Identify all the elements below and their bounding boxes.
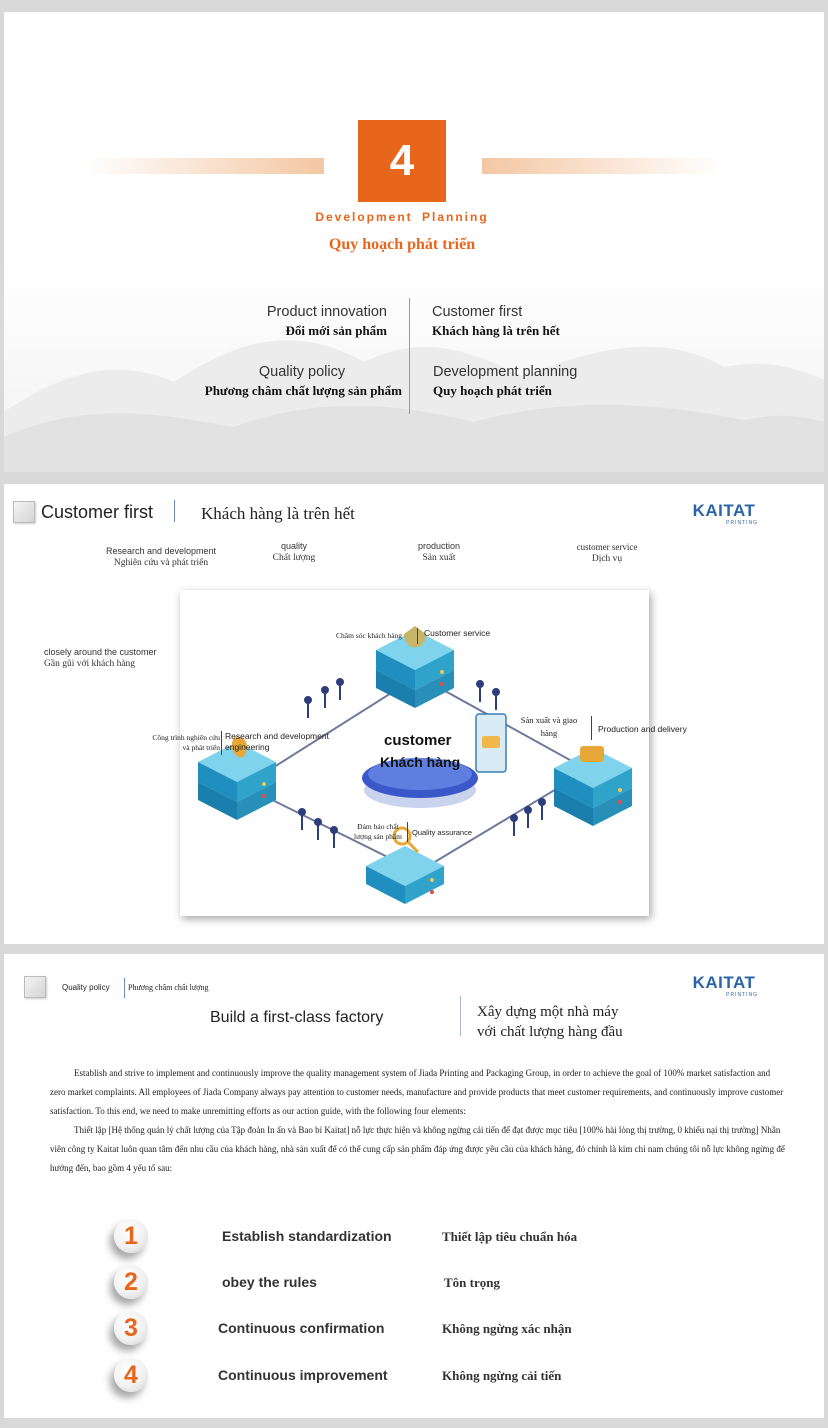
section-title-vi: Quy hoạch phát triển	[328, 236, 476, 253]
node-left-en: Research and development engineering	[225, 731, 355, 753]
column-label-en: Research and development	[105, 546, 217, 556]
logo-sub: PRINTING	[726, 992, 758, 998]
column-production: production Sản xuất	[369, 541, 509, 563]
section-label-divider	[124, 978, 125, 998]
kaitat-logo: KAITAT PRINTING	[684, 501, 764, 527]
diagram-graphic	[198, 626, 632, 904]
node-left-vi: Công trình nghiên cứu và phát triển	[136, 733, 220, 753]
slide-title-en: Customer first	[41, 502, 154, 522]
item-label-en: Product innovation	[266, 304, 387, 320]
node-left-en-line2: engineering	[225, 742, 270, 752]
column-quality: quality Chất lượng	[224, 541, 364, 563]
section-label-vi: Phương châm chất lượng	[128, 983, 209, 992]
element-number-badge: 1	[114, 1219, 148, 1253]
heading-divider	[460, 996, 461, 1036]
element-number-badge: 2	[114, 1265, 148, 1299]
header-square-icon	[24, 976, 46, 998]
item-label-vi: Đổi mới sản phẩm	[285, 323, 387, 338]
node-left-divider	[221, 731, 222, 755]
node-right-vi: Sản xuất và giao hàng	[510, 714, 588, 740]
logo-name: KAITAT	[692, 501, 756, 520]
column-label-en: customer service	[576, 542, 638, 552]
node-right-en: Production and delivery	[598, 724, 687, 734]
logo-name: KAITAT	[692, 973, 756, 992]
paragraph-en: Establish and strive to implement and co…	[50, 1068, 784, 1116]
element-label-vi: Tôn trọng	[444, 1275, 500, 1290]
item-label-vi: Phương châm chất lượng sản phẩm	[204, 383, 402, 398]
node-left-en-line1: Research and development	[225, 731, 329, 741]
column-label-vi: Sản xuất	[422, 553, 456, 563]
element-label-vi: Không ngừng cải tiến	[442, 1368, 562, 1383]
element-label-en: Continuous improvement	[218, 1367, 388, 1383]
node-right-vi-line1: Sản xuất và giao	[520, 715, 578, 725]
node-bottom-vi: Đảm bảo chất lượng sản phẩm	[348, 822, 408, 842]
item-product-innovation: Product innovation Đổi mới sản phẩm	[157, 304, 387, 339]
item-customer-first: Customer first Khách hàng là trên hết	[432, 304, 662, 339]
paragraph-vi: Thiết lập [Hệ thống quản lý chất lượng c…	[50, 1125, 785, 1173]
node-top-divider	[417, 628, 418, 644]
element-label-vi: Thiết lập tiêu chuẩn hóa	[442, 1229, 578, 1244]
node-left-vi-line1: Công trình nghiên cứu	[152, 733, 220, 742]
node-right-divider	[591, 716, 592, 740]
node-left-vi-line2: và phát triển	[182, 743, 221, 752]
node-right-vi-line2: hàng	[540, 728, 558, 738]
element-row: 1 Establish standardization Thiết lập ti…	[4, 1219, 824, 1259]
section-title-en: Development Planning	[315, 210, 489, 224]
item-label-en: Development planning	[433, 364, 578, 380]
item-quality-policy: Quality policy Phương châm chất lượng sả…	[172, 364, 402, 399]
column-label-vi: Dịch vụ	[591, 554, 623, 564]
item-label-en: Customer first	[432, 304, 523, 320]
node-top-en: Customer service	[424, 628, 491, 638]
side-note-en: closely around the customer	[44, 647, 157, 657]
element-row: 2 obey the rules Tôn trọng	[4, 1265, 824, 1305]
section-number: 4	[358, 120, 446, 202]
element-label-vi: Không ngừng xác nhận	[442, 1321, 572, 1336]
side-note: closely around the customer Gần gũi với …	[44, 647, 184, 669]
slide-customer-first: Customer first Khách hàng là trên hết KA…	[4, 484, 824, 944]
node-bottom-en: Quality assurance	[412, 828, 473, 837]
section-label-en: Quality policy	[62, 983, 110, 992]
column-label-vi: Chất lượng	[272, 553, 316, 563]
element-label-en: Establish standardization	[222, 1228, 392, 1244]
column-label-en: quality	[280, 541, 307, 551]
element-row: 4 Continuous improvement Không ngừng cải…	[4, 1358, 824, 1398]
heading-vi-line2: với chất lượng hàng đầu	[477, 1024, 623, 1040]
slide-section-title: 4 Development Planning Quy hoạch phát tr…	[4, 12, 824, 472]
heading-en: Build a first-class factory	[210, 1009, 384, 1026]
customer-diagram: customer Khách hàng Chăm sóc khách hàng …	[152, 590, 687, 916]
element-number-badge: 3	[114, 1311, 148, 1345]
slide-title-vi: Khách hàng là trên hết	[201, 504, 355, 523]
node-bottom-vi-line2: lượng sản phẩm	[353, 832, 403, 841]
heading-vi: Xây dựng một nhà máy với chất lượng hàng…	[477, 1002, 657, 1042]
mountain-mist-background	[4, 340, 824, 472]
heading-vi-line1: Xây dựng một nhà máy	[477, 1004, 619, 1020]
side-note-vi: Gần gũi với khách hàng	[44, 659, 136, 669]
item-development-planning: Development planning Quy hoạch phát triể…	[433, 364, 663, 399]
item-label-en: Quality policy	[258, 364, 346, 380]
kaitat-logo: KAITAT PRINTING	[684, 973, 764, 999]
header-square-icon	[13, 501, 35, 523]
decor-line-right	[482, 158, 722, 174]
element-row: 3 Continuous confirmation Không ngừng xá…	[4, 1311, 824, 1351]
element-label-en: obey the rules	[222, 1274, 317, 1290]
logo-sub: PRINTING	[726, 520, 758, 526]
slide-quality-policy: Quality policy Phương châm chất lượng KA…	[4, 954, 824, 1418]
item-label-vi: Khách hàng là trên hết	[432, 323, 560, 338]
title-divider	[174, 500, 175, 522]
diagram-center-en: customer	[384, 732, 452, 749]
diagram-center-vi: Khách hàng	[380, 754, 461, 770]
element-label-en: Continuous confirmation	[218, 1320, 385, 1336]
column-label-en: production	[417, 541, 461, 551]
element-number-badge: 4	[114, 1358, 148, 1392]
column-label-vi: Nghiên cứu và phát triển	[113, 558, 209, 568]
node-bottom-vi-line1: Đảm bảo chất	[357, 822, 399, 831]
decor-line-left	[84, 158, 324, 174]
item-label-vi: Quy hoạch phát triển	[433, 383, 552, 398]
node-top-vi: Chăm sóc khách hàng	[336, 631, 403, 640]
item-divider	[409, 298, 410, 414]
column-customer-service: customer service Dịch vụ	[537, 542, 677, 564]
node-bottom-divider	[407, 822, 408, 842]
column-research: Research and development Nghiên cứu và p…	[91, 546, 231, 568]
